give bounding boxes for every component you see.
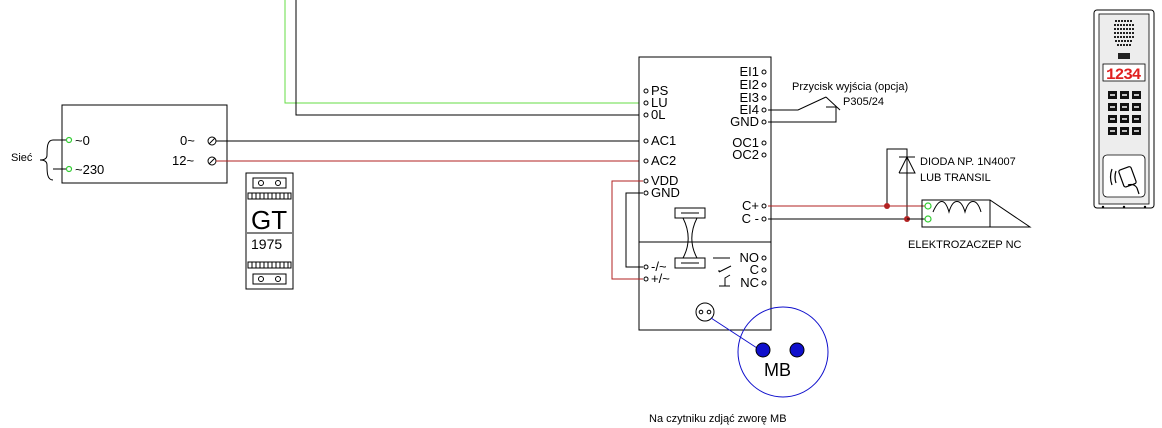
terminal-lu: LU xyxy=(651,95,668,110)
controller-left-terminals: PS LU 0L AC1 AC2 VDD GND xyxy=(643,83,680,200)
relay-box xyxy=(638,241,772,331)
reader-panel: 1234 xyxy=(1093,9,1155,209)
mb-jumper-connector xyxy=(695,302,715,322)
lock-outline xyxy=(921,199,1032,228)
terminal-ac2: AC2 xyxy=(651,153,676,168)
terminal-ac1: AC1 xyxy=(651,133,676,148)
terminal-oc1: OC1 xyxy=(732,135,759,150)
diode-label-1: DIODA NP. 1N4007 xyxy=(920,156,1016,168)
exit-button-model: P305/24 xyxy=(843,96,884,108)
din-brand: GT xyxy=(251,205,287,235)
relay-terminal-no: NO xyxy=(740,250,760,265)
terminal-vdd: VDD xyxy=(651,173,678,188)
rfid-card-icon xyxy=(1109,166,1140,195)
relay-coil xyxy=(674,207,706,269)
exit-button-wires xyxy=(768,96,837,123)
input-terminal-label-1: ~0 xyxy=(75,133,90,148)
power-supply-box xyxy=(61,104,228,184)
relay-terminal-nc: NC xyxy=(740,275,759,290)
mb-callout-circle xyxy=(737,306,829,398)
relay-terminals: -/~ +/~ NO C NC xyxy=(643,250,767,290)
terminal-ei1: EI1 xyxy=(739,64,759,79)
relay-terminal-plus: +/~ xyxy=(651,271,670,286)
din-model: 1975 xyxy=(251,236,282,252)
relay-terminal-minus: -/~ xyxy=(651,259,667,274)
controller-right-terminals: EI1 EI2 EI3 EI4 GND OC1 OC2 C+ C - xyxy=(730,64,767,226)
green-wire-lu xyxy=(284,0,643,104)
mb-note: Na czytniku zdjąć zworę MB xyxy=(649,413,787,425)
mains-terminal-n xyxy=(65,165,73,173)
din-module-box xyxy=(245,172,294,290)
terminal-gnd-right: GND xyxy=(730,114,759,129)
diode-symbol xyxy=(898,155,916,174)
lock-coil-symbol xyxy=(932,201,982,214)
terminal-oc2: OC2 xyxy=(732,147,759,162)
output-terminal-label-2: 12~ xyxy=(172,153,194,168)
mb-jumper-callout: MB Na czytniku zdjąć zworę MB xyxy=(649,306,829,425)
diode-and-lock: DIODA NP. 1N4007 LUB TRANSIL ELEKTROZACZ… xyxy=(768,148,1032,251)
relay-terminal-c: C xyxy=(750,262,759,277)
output-terminal-label-1: 0~ xyxy=(180,133,195,148)
terminal-gnd: GND xyxy=(651,185,680,200)
din-module: GT 1975 xyxy=(245,172,294,290)
black-wire-gnd-relay xyxy=(625,192,643,268)
lock-label: ELEKTROZACZEP NC xyxy=(908,239,1022,251)
black-wire-0l xyxy=(295,0,643,116)
mains-brace xyxy=(39,139,54,181)
power-supply: Sieć ~0 ~230 0~ 12~ xyxy=(11,104,228,184)
diode-label-2: LUB TRANSIL xyxy=(920,172,991,184)
input-terminal-label-2: ~230 xyxy=(75,162,104,177)
terminal-ei3: EI3 xyxy=(739,90,759,105)
terminal-c-minus: C - xyxy=(742,211,759,226)
relay-contacts-symbol xyxy=(713,257,732,287)
terminal-ei4: EI4 xyxy=(739,102,759,117)
terminal-ei2: EI2 xyxy=(739,77,759,92)
diode-wires xyxy=(886,148,908,219)
panel-display: 1234 xyxy=(1106,66,1142,84)
terminal-0l: 0L xyxy=(651,107,665,122)
speaker-grille-icon xyxy=(1114,20,1134,59)
exit-button-label: Przycisk wyjścia (opcja) xyxy=(792,81,908,93)
terminal-ps: PS xyxy=(651,83,669,98)
mb-pin-1 xyxy=(755,342,771,358)
mb-pin-2 xyxy=(789,342,805,358)
keypad xyxy=(1108,91,1141,135)
mb-label: MB xyxy=(764,360,791,380)
terminal-c-plus: C+ xyxy=(742,198,759,213)
access-controller: PS LU 0L AC1 AC2 VDD GND EI1 EI2 EI3 EI4… xyxy=(638,56,772,331)
mains-terminal-l xyxy=(65,136,73,144)
exit-button: Przycisk wyjścia (opcja) P305/24 xyxy=(768,81,908,123)
red-wire-vdd-relay xyxy=(611,180,643,280)
mains-label: Sieć xyxy=(11,152,33,164)
